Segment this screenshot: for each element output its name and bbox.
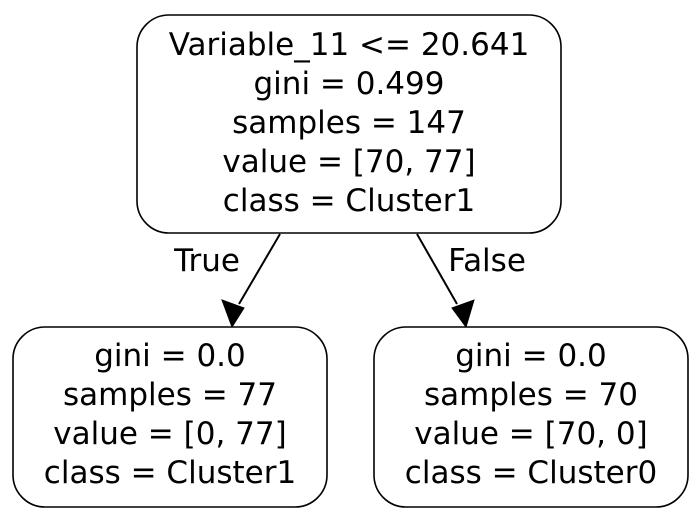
edge-true: True xyxy=(173,233,281,329)
root-node-box xyxy=(136,14,562,234)
edge-true-label: True xyxy=(173,243,240,279)
edge-true-line xyxy=(238,233,281,305)
right-leaf-value: value = [70, 0] xyxy=(414,416,647,452)
root-node: Variable_11 <= 20.641 gini = 0.499 sampl… xyxy=(136,14,562,234)
right-leaf-samples: samples = 70 xyxy=(424,377,638,413)
root-split-condition: Variable_11 <= 20.641 xyxy=(169,27,530,63)
right-leaf-gini: gini = 0.0 xyxy=(455,338,607,374)
root-gini: gini = 0.499 xyxy=(254,66,445,102)
edge-false-arrowhead xyxy=(451,299,475,329)
root-class: class = Cluster1 xyxy=(223,183,475,219)
right-leaf-node: gini = 0.0 samples = 70 value = [70, 0] … xyxy=(373,326,689,508)
left-leaf-samples: samples = 77 xyxy=(63,377,277,413)
left-leaf-box xyxy=(12,326,328,508)
left-leaf-value: value = [0, 77] xyxy=(53,416,286,452)
right-leaf-box xyxy=(373,326,689,508)
right-leaf-class: class = Cluster0 xyxy=(405,455,657,491)
left-leaf-class: class = Cluster1 xyxy=(44,455,296,491)
edge-false-label: False xyxy=(448,243,526,279)
edge-false: False xyxy=(416,233,526,329)
left-leaf-node: gini = 0.0 samples = 77 value = [0, 77] … xyxy=(12,326,328,508)
left-leaf-gini: gini = 0.0 xyxy=(94,338,246,374)
edge-false-line xyxy=(416,233,458,305)
edge-true-arrowhead xyxy=(221,299,245,329)
root-samples: samples = 147 xyxy=(232,105,466,141)
root-value: value = [70, 77] xyxy=(222,144,475,180)
